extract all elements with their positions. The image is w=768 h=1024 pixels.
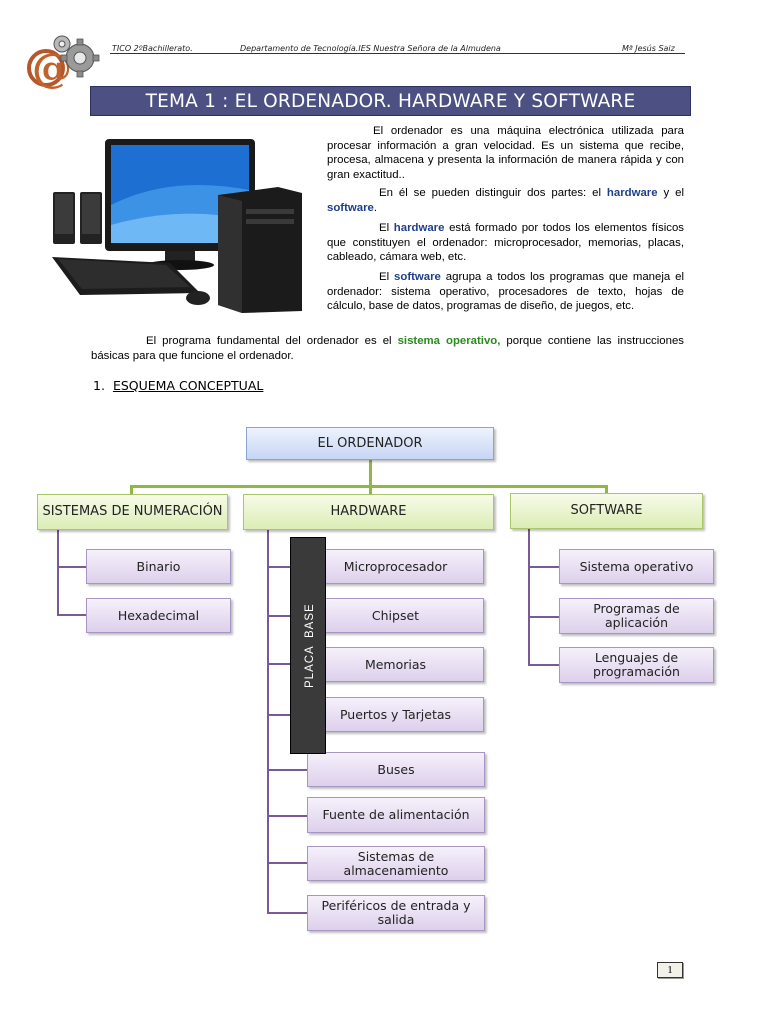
software-item-programas: Programas de aplicación [559, 598, 714, 634]
diagram-root: EL ORDENADOR [246, 427, 494, 460]
hardware-item-almacenamiento: Sistemas de almacenamiento [307, 846, 485, 881]
connector [267, 566, 307, 568]
placa-label: PLACA [304, 645, 316, 688]
header-course: TICO 2ºBachillerato. [112, 44, 193, 53]
intro-paragraph-2: En él se pueden distinguir dos partes: e… [327, 186, 684, 215]
keyword-sistema-operativo: sistema operativo, [397, 335, 501, 347]
intro-paragraph-4: El software agrupa a todos los programas… [327, 270, 684, 314]
hardware-item-memorias: Memorias [307, 647, 484, 682]
connector [267, 815, 307, 817]
connector [267, 714, 307, 716]
connector [605, 485, 608, 495]
intro-text-2c: . [373, 201, 378, 214]
category-numeracion: SISTEMAS DE NUMERACIÓN [37, 494, 228, 530]
section-heading: 1. ESQUEMA CONCEPTUAL [93, 378, 263, 393]
connector [57, 530, 59, 616]
hardware-item-perifericos: Periféricos de entrada y salida [307, 895, 485, 931]
header-rule [110, 53, 685, 54]
section-title: ESQUEMA CONCEPTUAL [112, 378, 264, 393]
intro-paragraph-3: El hardware está formado por todos los e… [327, 221, 684, 265]
category-software: SOFTWARE [510, 493, 703, 529]
page-number: 1 [657, 962, 683, 978]
intro-text-5a: El programa fundamental del ordenador es… [146, 335, 398, 347]
intro-text-4a: El [379, 271, 395, 283]
hardware-item-chipset: Chipset [307, 598, 484, 633]
department-logo: @ [27, 35, 100, 92]
intro-text-5b: porque contiene las instrucciones básica… [91, 335, 684, 362]
section-number: 1. [93, 378, 105, 393]
connector [369, 460, 372, 486]
hardware-item-puertos: Puertos y Tarjetas [307, 697, 484, 732]
numeracion-item-hexadecimal: Hexadecimal [86, 598, 231, 633]
connector [57, 566, 86, 568]
software-item-sistema-operativo: Sistema operativo [559, 549, 714, 584]
connector [267, 615, 307, 617]
base-label: BASE [304, 603, 316, 638]
hardware-item-fuente: Fuente de alimentación [307, 797, 485, 833]
intro-text-3b: está formado por todos los elementos fís… [327, 222, 684, 264]
page-title-text: TEMA 1 : EL ORDENADOR. HARDWARE Y SOFTWA… [145, 91, 636, 112]
connector [267, 862, 307, 864]
page-title: TEMA 1 : EL ORDENADOR. HARDWARE Y SOFTWA… [90, 86, 691, 116]
placa-base-bar: PLACA BASE [290, 537, 326, 754]
connector [528, 664, 559, 666]
header-department: Departamento de Tecnología.IES Nuestra S… [240, 44, 501, 53]
intro-text-3a: El [379, 222, 394, 234]
connector [528, 529, 530, 666]
computer-illustration [52, 139, 302, 313]
keyword-software: software [327, 201, 374, 214]
hardware-item-buses: Buses [307, 752, 485, 787]
connector [528, 566, 559, 568]
connector [267, 769, 307, 771]
connector [369, 485, 372, 495]
software-item-lenguajes: Lenguajes de programación [559, 647, 714, 683]
category-hardware: HARDWARE [243, 494, 494, 530]
intro-text-1: El ordenador es una máquina electrónica … [327, 125, 684, 181]
keyword-software-2: software [394, 271, 441, 283]
keyword-hardware-2: hardware [393, 222, 445, 234]
numeracion-item-binario: Binario [86, 549, 231, 584]
connector [130, 485, 133, 495]
connector [267, 663, 307, 665]
intro-paragraph-5: El programa fundamental del ordenador es… [91, 334, 684, 363]
intro-paragraph-1: El ordenador es una máquina electrónica … [327, 124, 684, 182]
keyword-hardware: hardware [606, 187, 658, 199]
connector [528, 616, 559, 618]
connector [267, 912, 307, 914]
intro-text-2a: En él se pueden distinguir dos partes: e… [379, 187, 607, 199]
connector [57, 614, 86, 616]
hardware-item-microprocesador: Microprocesador [307, 549, 484, 584]
svg-text:@: @ [32, 45, 72, 92]
connector [267, 530, 269, 914]
intro-text-2b: y el [657, 187, 685, 199]
header-author: Mª Jesús Saiz [622, 44, 675, 53]
intro-text-4b: agrupa a todos los programas que maneja … [327, 271, 684, 313]
